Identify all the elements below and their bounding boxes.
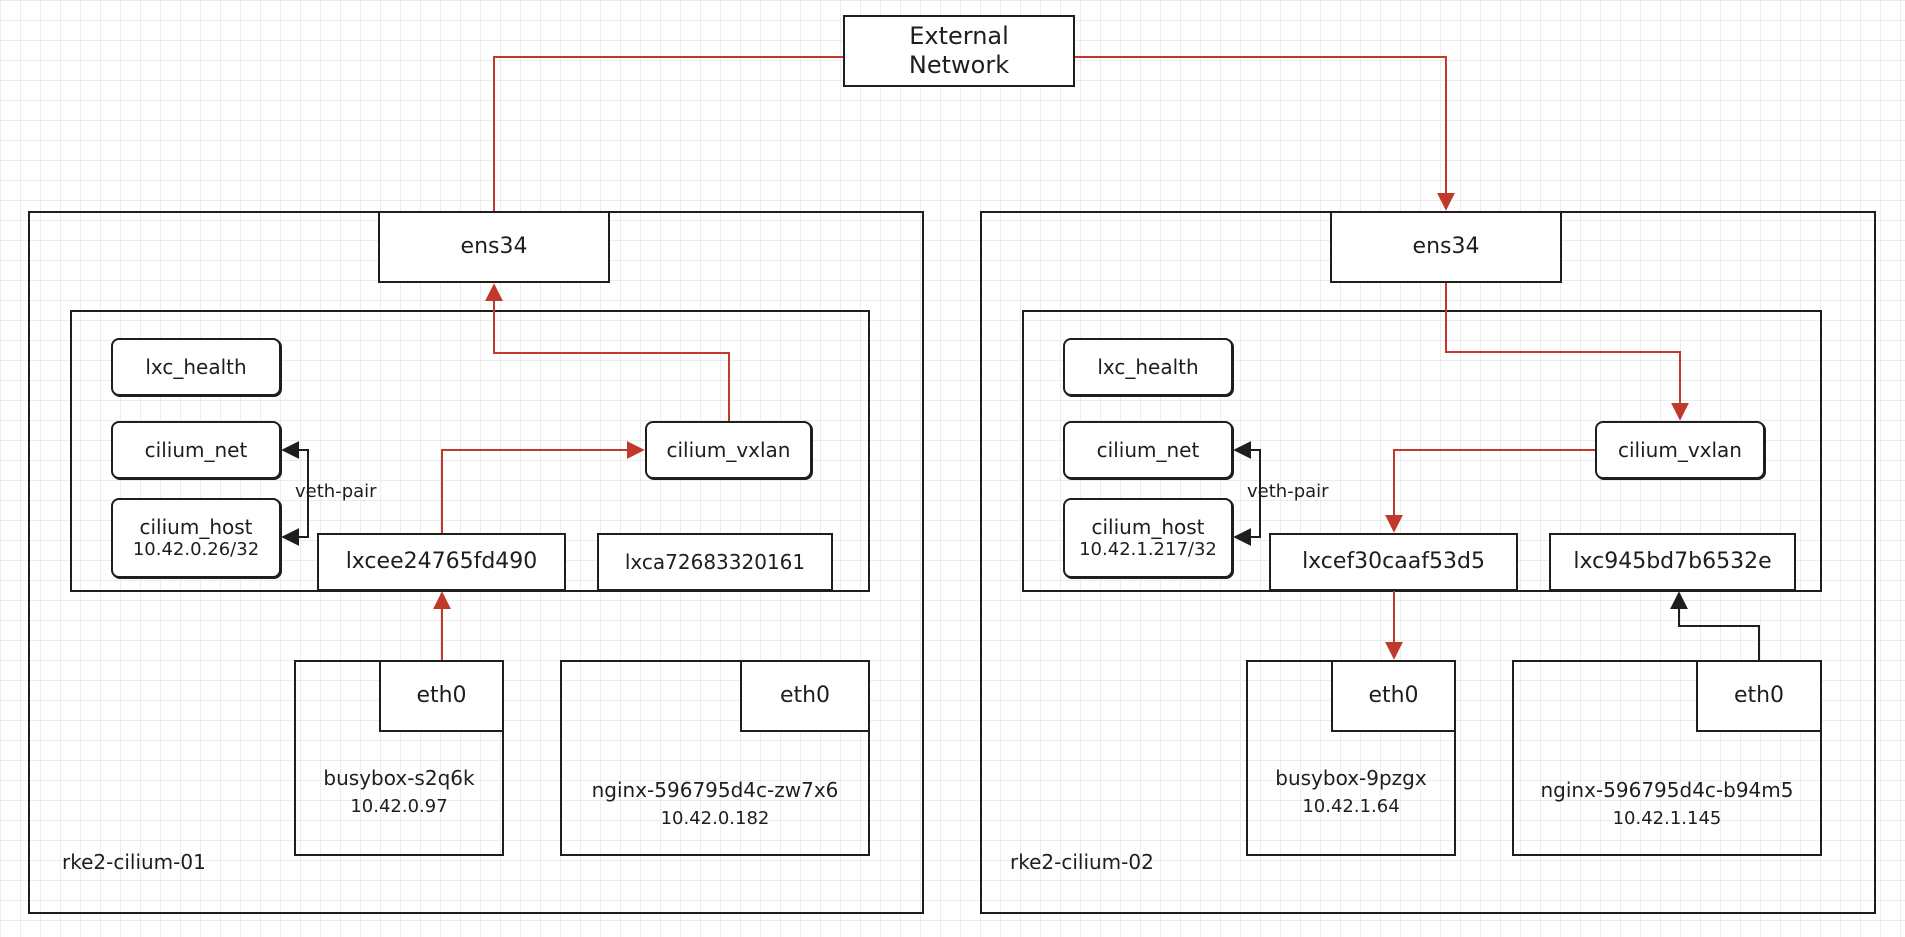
cilium-net-interface: cilium_net bbox=[111, 421, 281, 479]
lxc-busybox-label: lxcef30caaf53d5 bbox=[1302, 548, 1485, 574]
pod-ip: 10.42.0.97 bbox=[350, 796, 448, 817]
lxc-interface-busybox: lxcef30caaf53d5 bbox=[1269, 533, 1518, 591]
ens34-interface: ens34 bbox=[1330, 211, 1562, 283]
pod-nginx: nginx-596795d4c-b94m5 10.42.1.145 bbox=[1512, 660, 1822, 856]
cilium-host-interface: cilium_host 10.42.0.26/32 bbox=[111, 498, 281, 578]
pod-name: nginx-596795d4c-zw7x6 bbox=[591, 778, 839, 802]
pod-ip: 10.42.1.145 bbox=[1612, 808, 1722, 829]
lxc-interface-nginx: lxca72683320161 bbox=[597, 533, 833, 591]
host-namespace-box bbox=[70, 310, 870, 592]
pod-eth0-label: eth0 bbox=[416, 682, 467, 708]
lxc-nginx-label: lxca72683320161 bbox=[624, 550, 806, 574]
pod-ip: 10.42.0.182 bbox=[660, 808, 770, 829]
pod-nginx: nginx-596795d4c-zw7x6 10.42.0.182 bbox=[560, 660, 870, 856]
external-network-box: External Network bbox=[843, 15, 1075, 87]
cilium-host-ip: 10.42.1.217/32 bbox=[1079, 539, 1217, 561]
lxc-health-label: lxc_health bbox=[145, 355, 247, 379]
cilium-vxlan-label: cilium_vxlan bbox=[666, 438, 791, 462]
cilium-net-label: cilium_net bbox=[144, 438, 248, 462]
veth-pair-label: veth-pair bbox=[1247, 481, 1329, 502]
lxc-health-interface: lxc_health bbox=[1063, 338, 1233, 396]
cilium-host-label: cilium_host bbox=[139, 515, 253, 540]
ens34-label: ens34 bbox=[1412, 233, 1480, 259]
pod-eth0-interface: eth0 bbox=[1331, 660, 1456, 732]
ens34-interface: ens34 bbox=[378, 211, 610, 283]
pod-busybox: busybox-s2q6k 10.42.0.97 bbox=[294, 660, 504, 856]
cilium-vxlan-label: cilium_vxlan bbox=[1618, 438, 1742, 462]
external-network-label-line2: Network bbox=[908, 51, 1010, 79]
pod-eth0-interface: eth0 bbox=[740, 660, 870, 732]
pod-eth0-interface: eth0 bbox=[1696, 660, 1822, 732]
pod-eth0-interface: eth0 bbox=[379, 660, 504, 732]
pod-name: nginx-596795d4c-b94m5 bbox=[1540, 778, 1794, 802]
lxc-health-interface: lxc_health bbox=[111, 338, 281, 396]
pod-name: busybox-s2q6k bbox=[323, 766, 475, 790]
cilium-net-label: cilium_net bbox=[1096, 438, 1200, 462]
pod-ip: 10.42.1.64 bbox=[1302, 796, 1400, 817]
cilium-host-interface: cilium_host 10.42.1.217/32 bbox=[1063, 498, 1233, 578]
pod-eth0-label: eth0 bbox=[1733, 682, 1785, 708]
pod-eth0-label: eth0 bbox=[1368, 682, 1419, 708]
cilium-net-interface: cilium_net bbox=[1063, 421, 1233, 479]
node-name-label: rke2-cilium-01 bbox=[62, 850, 206, 874]
link-external-to-node2 bbox=[1075, 56, 1455, 211]
lxc-health-label: lxc_health bbox=[1097, 355, 1199, 379]
cilium-vxlan-interface: cilium_vxlan bbox=[1595, 421, 1765, 479]
lxc-interface-busybox: lxcee24765fd490 bbox=[317, 533, 566, 591]
cilium-vxlan-interface: cilium_vxlan bbox=[645, 421, 812, 479]
cilium-host-ip: 10.42.0.26/32 bbox=[132, 539, 260, 561]
pod-name: busybox-9pzgx bbox=[1275, 766, 1427, 790]
lxc-nginx-label: lxc945bd7b6532e bbox=[1573, 548, 1772, 574]
veth-pair-label: veth-pair bbox=[295, 481, 377, 502]
host-namespace-box bbox=[1022, 310, 1822, 592]
ens34-label: ens34 bbox=[460, 233, 528, 259]
cilium-host-label: cilium_host bbox=[1091, 515, 1205, 540]
link-external-to-node1 bbox=[493, 56, 843, 211]
lxc-interface-nginx: lxc945bd7b6532e bbox=[1549, 533, 1796, 591]
node-name-label: rke2-cilium-02 bbox=[1010, 850, 1154, 874]
lxc-busybox-label: lxcee24765fd490 bbox=[345, 548, 538, 574]
pod-eth0-label: eth0 bbox=[779, 682, 831, 708]
external-network-label-line1: External bbox=[909, 22, 1009, 51]
